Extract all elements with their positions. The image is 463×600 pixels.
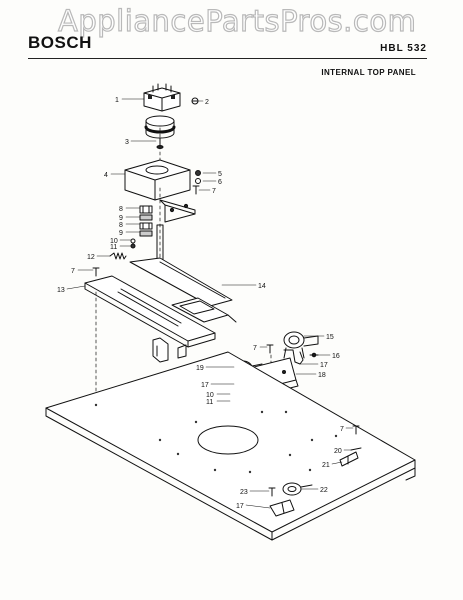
callout-8-lower: 8 (119, 222, 123, 229)
part-17-clip-right[interactable] (283, 349, 304, 365)
part-8-switch-lower[interactable] (139, 222, 153, 230)
part-12-spring[interactable] (109, 252, 127, 260)
callout-labels: 1 2 3 4 5 6 7 8 9 8 9 10 11 12 7 13 14 1… (57, 97, 344, 510)
callout-7-right: 7 (340, 426, 344, 433)
callout-7-left: 7 (71, 268, 75, 275)
callout-16: 16 (332, 353, 340, 360)
callout-19: 19 (196, 365, 204, 372)
part-4-housing-box[interactable] (124, 159, 196, 223)
callout-9-upper: 9 (119, 215, 123, 222)
base-top-panel[interactable] (45, 351, 416, 541)
callout-18: 18 (318, 372, 326, 379)
panel-title: INTERNAL TOP PANEL (321, 68, 416, 77)
part-2-screw[interactable] (191, 97, 199, 105)
part-15-thermostat[interactable] (283, 331, 319, 359)
part-7-screw-right[interactable] (352, 425, 360, 435)
part-5-nut[interactable] (195, 170, 201, 176)
callout-10-upper: 10 (110, 238, 118, 245)
model-number: HBL 532 (380, 43, 427, 54)
callout-13: 13 (57, 287, 65, 294)
callout-17-bottom: 17 (236, 503, 244, 510)
part-23-screw[interactable] (268, 487, 276, 497)
brand-logo: BOSCH (28, 33, 92, 52)
callout-15: 15 (326, 334, 334, 341)
part-16-screw[interactable] (309, 352, 319, 358)
part-8-switch-upper[interactable] (139, 205, 153, 214)
part-9-contact-upper[interactable] (139, 214, 153, 221)
callout-21: 21 (322, 462, 330, 469)
part-6-washer[interactable] (195, 178, 201, 184)
part-10-11-washer-nut[interactable] (130, 238, 136, 249)
site-watermark: AppliancePartsPros.com (57, 3, 417, 38)
callout-20: 20 (334, 448, 342, 455)
callout-8-upper: 8 (119, 206, 123, 213)
header-rule (28, 58, 427, 59)
callout-11-lower: 11 (206, 399, 213, 406)
part-13-long-bracket[interactable] (84, 275, 216, 363)
part-21-bracket[interactable] (339, 451, 359, 467)
callout-9-lower: 9 (119, 230, 123, 237)
callout-12: 12 (87, 254, 95, 261)
callout-6: 6 (218, 179, 222, 186)
part-7-screw-middle[interactable] (266, 344, 274, 354)
callout-2: 2 (205, 99, 209, 106)
part-7-screw-left[interactable] (92, 267, 100, 277)
part-14-lever-arm[interactable] (129, 224, 237, 323)
part-17-clip-bottom[interactable] (269, 499, 295, 517)
callout-7-middle: 7 (253, 345, 257, 352)
callout-4: 4 (104, 172, 108, 179)
part-3-drive-disc[interactable] (144, 115, 176, 149)
callout-11-upper: 11 (110, 244, 117, 251)
callout-14: 14 (258, 283, 266, 290)
part-20-clip[interactable] (350, 447, 362, 451)
leader-lines (66, 98, 354, 509)
callout-17-left: 17 (201, 382, 209, 389)
part-1-top-assembly[interactable] (143, 83, 181, 112)
callout-3: 3 (125, 139, 129, 146)
callout-1: 1 (115, 97, 119, 104)
callout-5: 5 (218, 171, 222, 178)
part-7-screw-top[interactable] (192, 185, 200, 195)
callout-7-top: 7 (212, 188, 216, 195)
part-9-contact-lower[interactable] (139, 230, 153, 237)
callout-23: 23 (240, 489, 248, 496)
callout-17-right: 17 (320, 362, 328, 369)
callout-10-lower: 10 (206, 392, 214, 399)
callout-22: 22 (320, 487, 328, 494)
